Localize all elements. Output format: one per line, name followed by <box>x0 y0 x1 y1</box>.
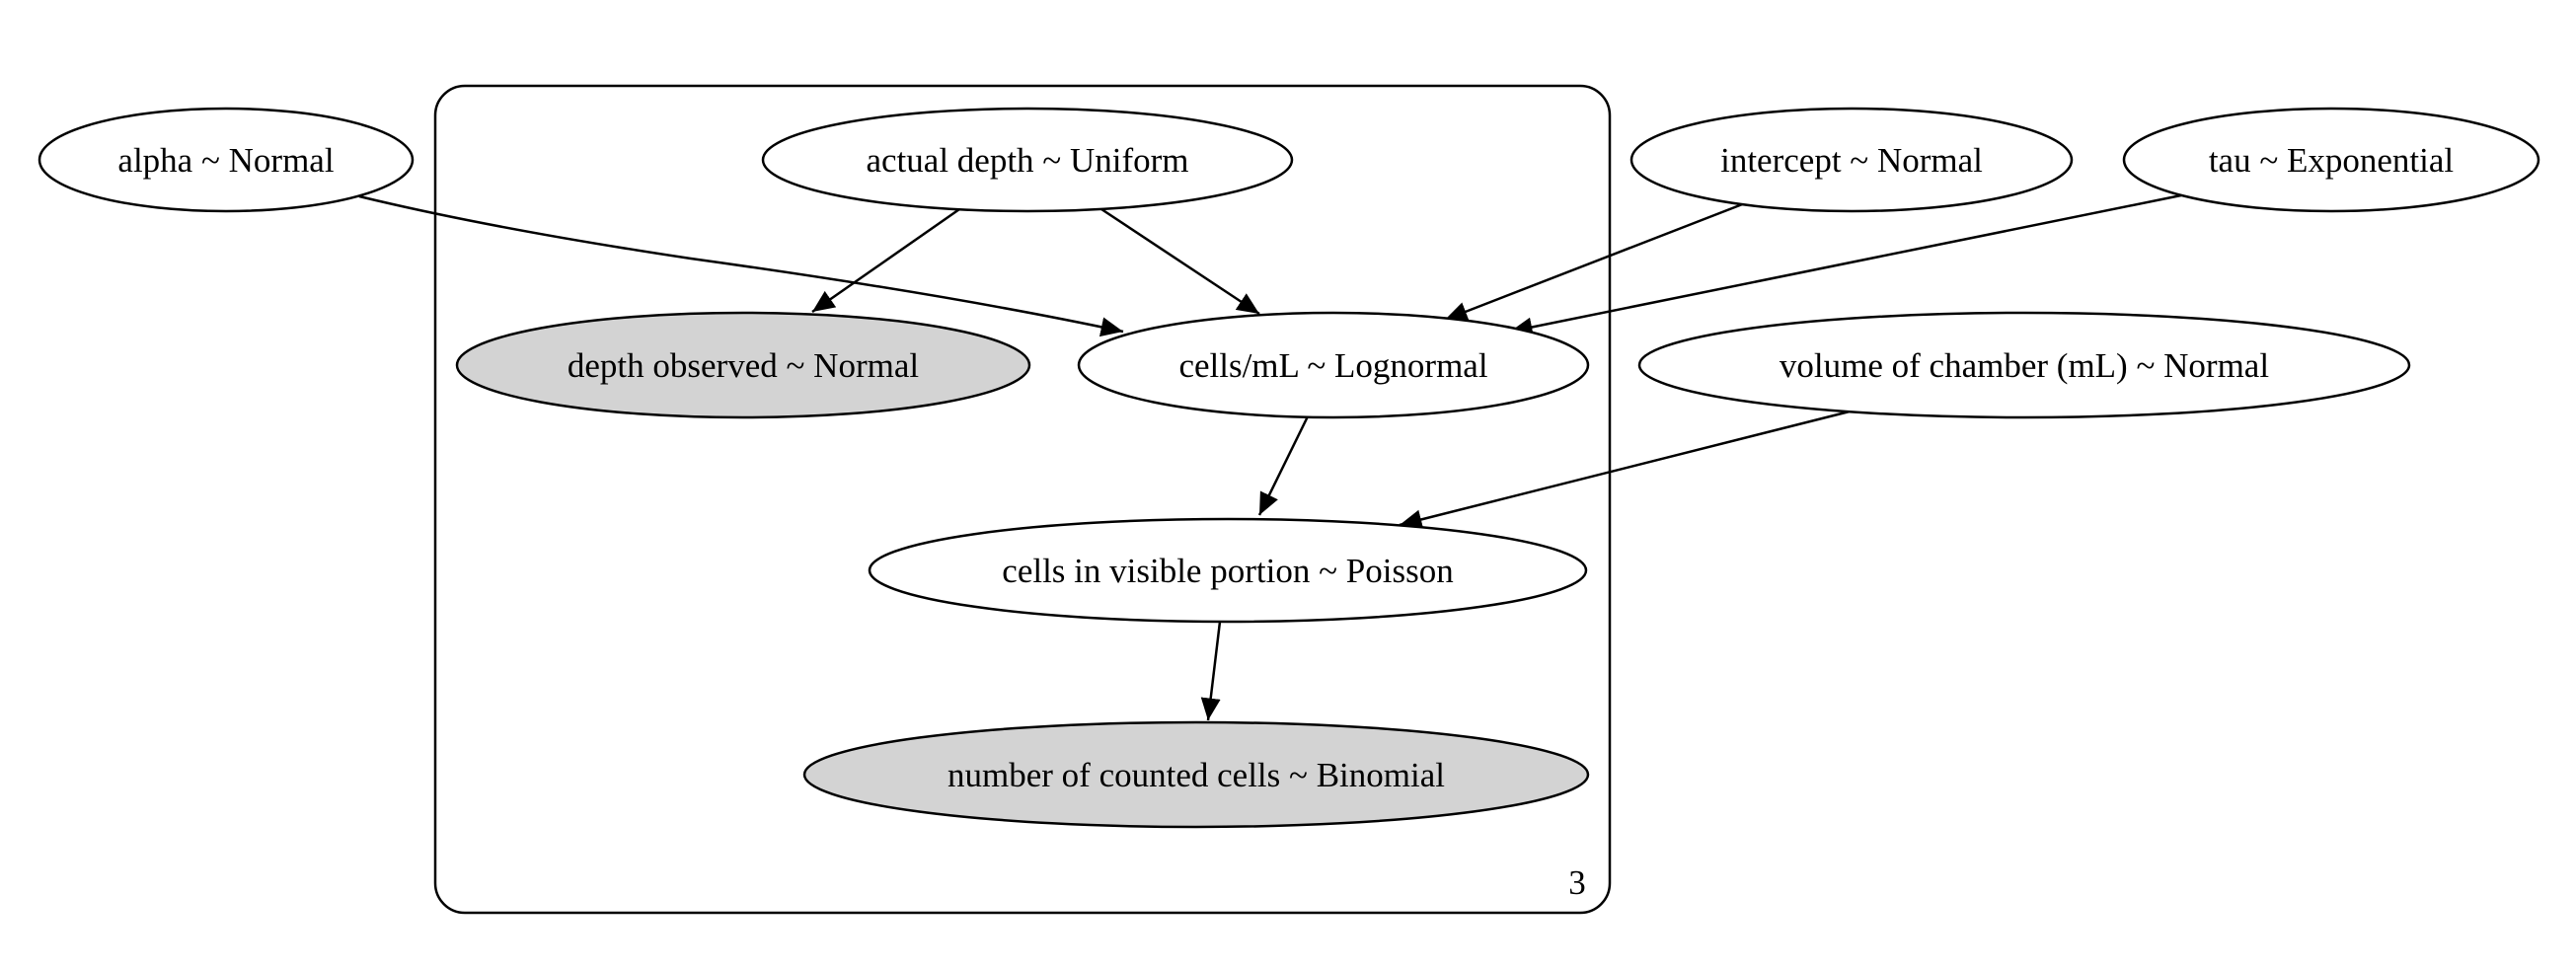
node-label: depth observed ~ Normal <box>568 346 919 385</box>
node-label: alpha ~ Normal <box>117 141 334 180</box>
node-alpha: alpha ~ Normal <box>38 107 415 213</box>
node-actual-depth: actual depth ~ Uniform <box>761 107 1294 213</box>
edge-cells-per-ml-to-cells-in-visible-portion <box>1257 415 1310 516</box>
node-volume-of-chamber: volume of chamber (mL) ~ Normal <box>1637 311 2411 419</box>
node-label: intercept ~ Normal <box>1720 141 1983 180</box>
edge-volume-to-cells-in-visible-portion <box>1399 409 1855 530</box>
node-label: actual depth ~ Uniform <box>866 141 1188 180</box>
edges <box>358 193 2182 721</box>
node-depth-observed: depth observed ~ Normal <box>455 311 1031 419</box>
edge-cells-in-visible-portion-to-number-of-counted-cells <box>1200 621 1222 721</box>
node-label: volume of chamber (mL) ~ Normal <box>1780 346 2269 385</box>
node-number-of-counted-cells: number of counted cells ~ Binomial <box>802 720 1590 829</box>
node-cells-in-visible-portion: cells in visible portion ~ Poisson <box>868 517 1588 624</box>
plate-label: 3 <box>1568 863 1586 902</box>
node-intercept: intercept ~ Normal <box>1629 107 2074 213</box>
node-label: tau ~ Exponential <box>2209 141 2455 180</box>
edge-actual-depth-to-cells-per-ml <box>1098 205 1260 316</box>
node-cells-per-ml: cells/mL ~ Lognormal <box>1077 311 1590 419</box>
edge-tau-to-cells-per-ml <box>1509 193 2182 337</box>
edge-alpha-to-cells-per-ml <box>358 194 1124 337</box>
node-tau: tau ~ Exponential <box>2122 107 2540 213</box>
edge-intercept-to-cells-per-ml <box>1444 201 1746 322</box>
node-label: cells in visible portion ~ Poisson <box>1002 552 1453 590</box>
edge-actual-depth-to-depth-observed <box>811 205 963 314</box>
plate: 3 <box>433 84 1612 915</box>
node-label: cells/mL ~ Lognormal <box>1178 346 1487 385</box>
node-label: number of counted cells ~ Binomial <box>947 756 1445 794</box>
